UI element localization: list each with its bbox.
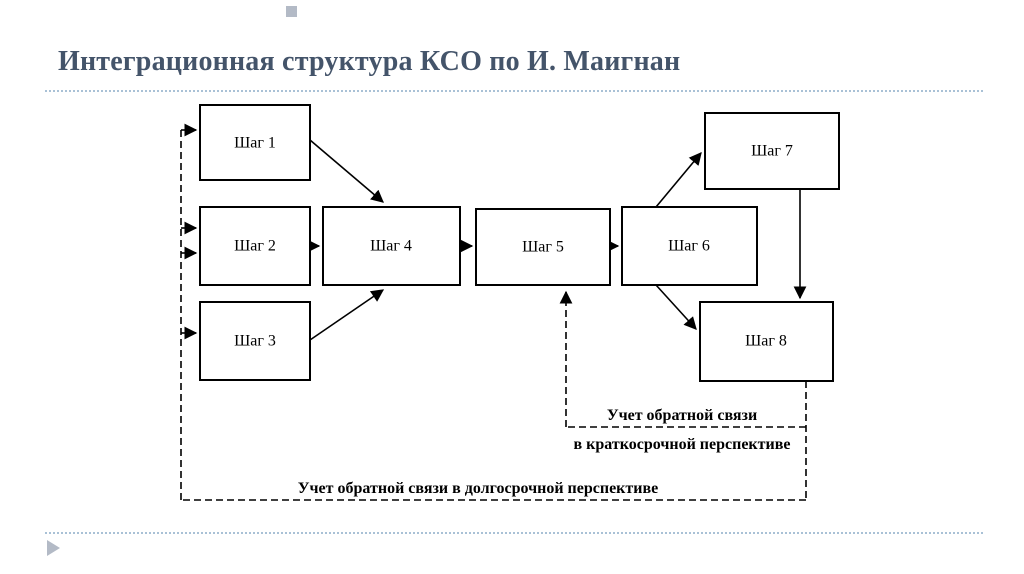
long-term-feedback-path	[180, 123, 807, 501]
slide-title: Интеграционная структура КСО по И. Маигн…	[58, 46, 681, 77]
step-7-rect	[704, 112, 840, 190]
short-term-feedback-label-line1: Учет обратной связи	[607, 407, 757, 424]
short-term-feedback-path	[559, 290, 806, 428]
step-8-box: Шаг 8	[699, 301, 834, 382]
short-term-feedback-label-line2: в краткосрочной перспективе	[574, 436, 791, 453]
step-8-rect	[699, 301, 834, 382]
step-6-box: Шаг 6	[621, 206, 758, 286]
step-2-rect	[199, 206, 311, 286]
step-7-label: Шаг 7	[751, 143, 793, 160]
arrow-step1-to-step4	[309, 139, 384, 203]
step-3-box: Шаг 3	[199, 301, 311, 381]
long-term-feedback-label: Учет обратной связи в долгосрочной персп…	[298, 480, 658, 497]
step-4-rect	[322, 206, 461, 286]
step-4-label: Шаг 4	[370, 238, 412, 255]
title-separator-dotted-line	[45, 90, 983, 92]
step-5-rect	[475, 208, 611, 286]
slide-footer-arrow-icon	[47, 540, 60, 556]
step-2-box: Шаг 2	[199, 206, 311, 286]
step-6-rect	[621, 206, 758, 286]
arrow-step3-to-step4	[309, 289, 385, 341]
step-4-box: Шаг 4	[322, 206, 461, 286]
step-3-rect	[199, 301, 311, 381]
step-1-label: Шаг 1	[234, 135, 276, 152]
step-1-rect	[199, 104, 311, 181]
step-1-box: Шаг 1	[199, 104, 311, 181]
step-8-label: Шаг 8	[745, 333, 787, 350]
slide-decoration-square	[286, 6, 297, 17]
footer-separator-dotted-line	[45, 532, 983, 534]
step-6-label: Шаг 6	[668, 238, 710, 255]
step-5-box: Шаг 5	[475, 208, 611, 286]
arrow-step6-to-step8	[655, 284, 697, 330]
step-5-label: Шаг 5	[522, 239, 564, 256]
step-7-box: Шаг 7	[704, 112, 840, 190]
step-2-label: Шаг 2	[234, 238, 276, 255]
step-3-label: Шаг 3	[234, 333, 276, 350]
arrow-step6-to-step7	[655, 152, 702, 208]
flow-arrows	[307, 139, 807, 341]
